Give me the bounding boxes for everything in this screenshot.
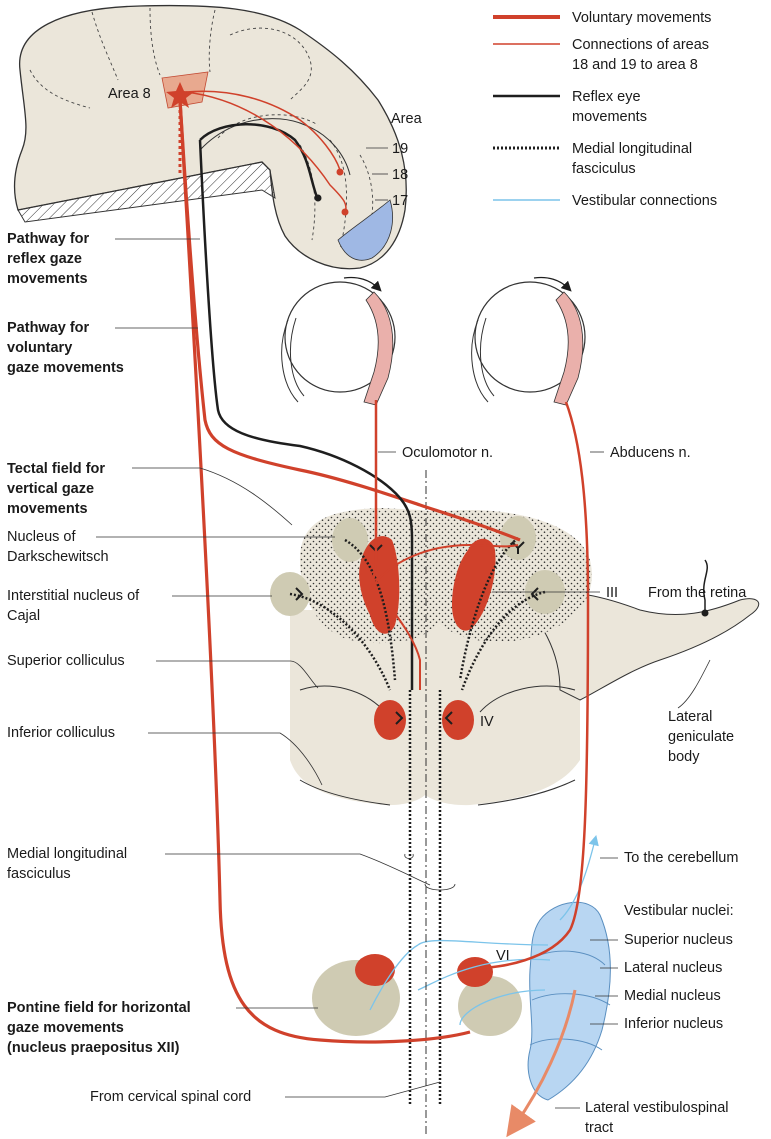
cajal-label-1: Interstitial nucleus of [7,588,140,604]
hemisphere-outline [15,6,407,269]
abducens-nerve-label: Abducens n. [610,445,691,461]
retina-label: From the retina [648,585,747,601]
nucleus-VI-label: VI [496,948,510,964]
area17-label: 17 [392,193,408,209]
pontine-field-label-1: Pontine field for horizontal [7,1000,191,1016]
vestibulospinal-label-1: Lateral vestibulospinal [585,1100,728,1116]
area-label: Area [391,111,423,127]
legend-connection-text-2: 18 and 19 to area 8 [572,57,698,73]
brainstem-block [290,610,580,805]
nucleus-IV-label: IV [480,714,494,730]
medial-nucleus-label: Medial nucleus [624,988,721,1004]
cerebellum-label: To the cerebellum [624,850,738,866]
legend-mlf-text-2: fasciculus [572,161,636,177]
lgb-label-3: body [668,749,700,765]
pontine-field-label-2: gaze movements [7,1020,124,1036]
inferior-nucleus-label: Inferior nucleus [624,1016,723,1032]
vestibulospinal-label-2: tract [585,1120,613,1136]
nucleus-III-label: III [606,585,618,601]
nucleus-of-darkschewitsch-left [332,518,368,562]
pontine-field-label-3: (nucleus praepositus XII) [7,1040,180,1056]
lgb-label-2: geniculate [668,729,734,745]
abducens-nucleus-right [457,957,493,987]
area19-label: 19 [392,141,408,157]
lateral-nucleus-label: Lateral nucleus [624,960,722,976]
area8-label: Area 8 [108,86,151,102]
legend-connection-text-1: Connections of areas [572,37,709,53]
abducens-nucleus-left [355,954,395,986]
left-eye [282,277,395,405]
area18-label: 18 [392,167,408,183]
oculomotor-nerve-label: Oculomotor n. [402,445,493,461]
tectal-field-label-3: movements [7,501,88,517]
inferior-colliculus-label: Inferior colliculus [7,725,115,741]
legend-voluntary-text: Voluntary movements [572,10,711,26]
mlf-label-1: Medial longitudinal [7,846,127,862]
superior-nucleus-label: Superior nucleus [624,932,733,948]
cerebral-hemisphere [15,6,407,269]
voluntary-pathway-label-3: gaze movements [7,360,124,376]
legend-reflex-text-1: Reflex eye [572,89,641,105]
cervical-label: From cervical spinal cord [90,1089,251,1105]
lgb-label-1: Lateral [668,709,712,725]
legend-vestibular-text: Vestibular connections [572,193,717,209]
reflex-pathway-label-1: Pathway for [7,231,90,247]
legend: Voluntary movements Connections of areas… [493,10,717,209]
superior-colliculus-label: Superior colliculus [7,653,125,669]
darkschewitsch-label-1: Nucleus of [7,529,76,545]
pons-region [312,840,610,1125]
mlf-label-2: fasciculus [7,866,71,882]
reflex-pathway-label-3: movements [7,271,88,287]
voluntary-pathway-label-2: voluntary [7,340,72,356]
right-eye [472,277,585,405]
voluntary-pathway-label-1: Pathway for [7,320,90,336]
legend-reflex-text-2: movements [572,109,647,125]
vestibular-nuclei-label: Vestibular nuclei: [624,903,734,919]
darkschewitsch-label-2: Darkschewitsch [7,549,109,565]
reflex-pathway-label-2: reflex gaze [7,251,82,267]
tectal-field-label-1: Tectal field for [7,461,105,477]
cajal-label-2: Cajal [7,608,40,624]
tectal-field-label-2: vertical gaze [7,481,94,497]
legend-mlf-text-1: Medial longitudinal [572,141,692,157]
